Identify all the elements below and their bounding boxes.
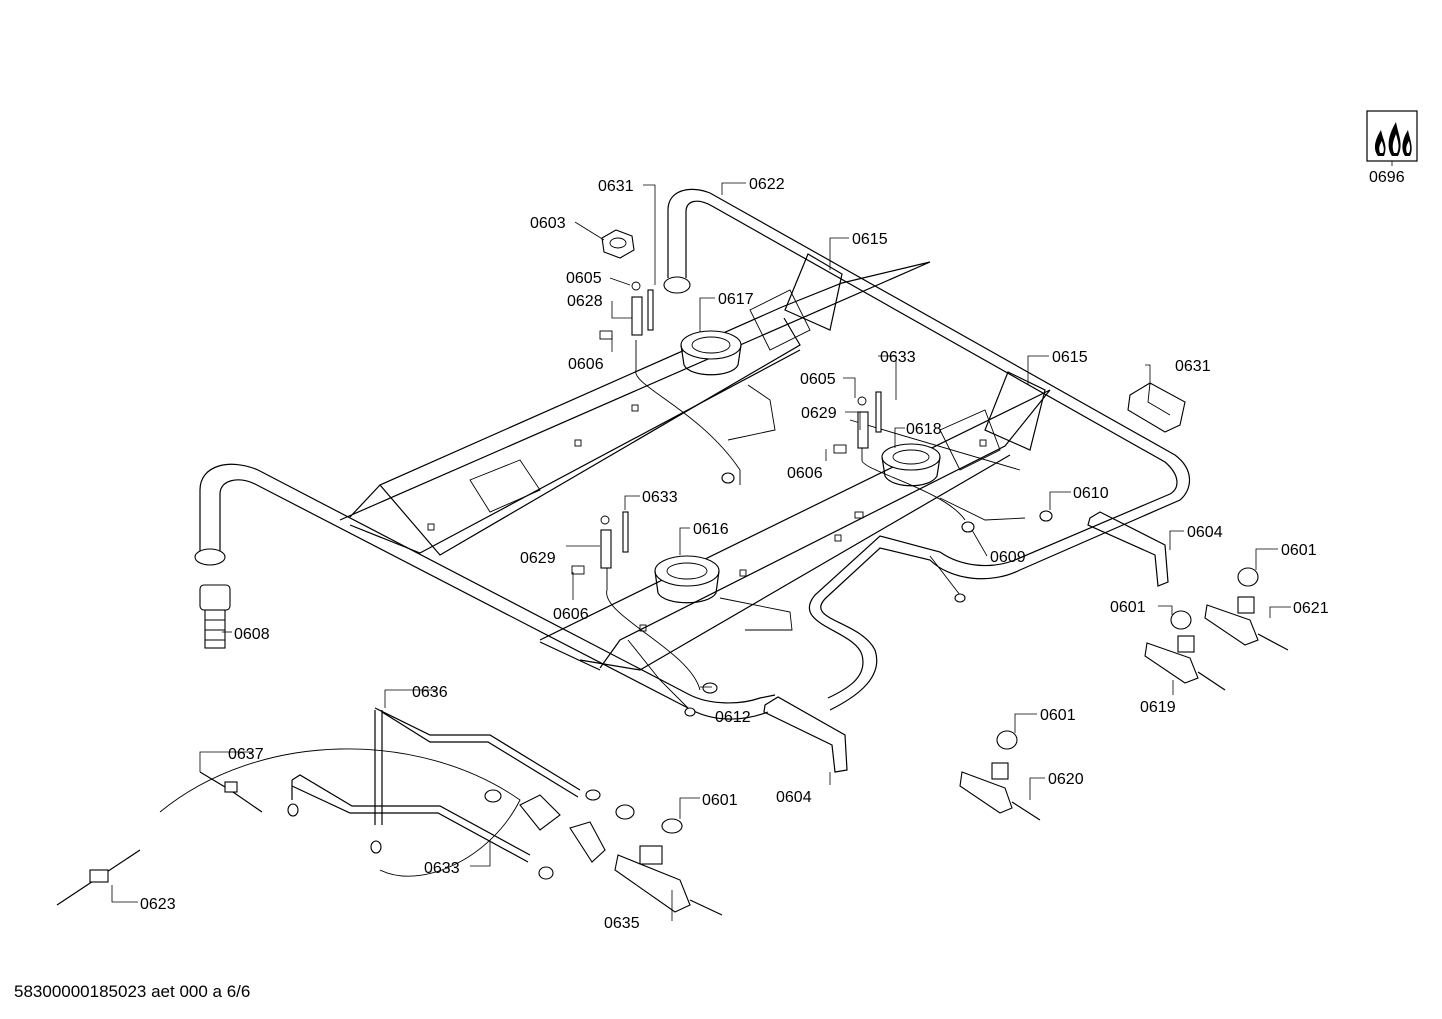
bracket-0604-right xyxy=(1087,511,1169,587)
document-code: 58300000185023 aet 000 a 6/6 xyxy=(14,982,251,1001)
callout-0605-a: 0605 xyxy=(566,270,602,287)
tube-0636 xyxy=(370,707,581,854)
callout-0622: 0622 xyxy=(749,176,785,193)
callout-0601-c: 0601 xyxy=(1040,707,1076,724)
callout-0615-b: 0615 xyxy=(1052,349,1088,366)
callout-0623: 0623 xyxy=(140,896,176,913)
callout-0605-b: 0605 xyxy=(800,371,836,388)
callout-0629-a: 0633 xyxy=(880,349,916,366)
callout-0604-b: 0604 xyxy=(776,789,812,806)
callout-0609: 0609 xyxy=(990,549,1026,566)
callout-0696: 0696 xyxy=(1369,169,1405,186)
burner-support-frame xyxy=(339,253,1051,671)
callout-0615-a: 0615 xyxy=(852,231,888,248)
callout-0635: 0635 xyxy=(604,915,640,932)
burner-cup-0617 xyxy=(680,330,742,376)
callout-0620: 0620 xyxy=(1048,771,1084,788)
callout-0628: 0631 xyxy=(598,178,634,195)
callout-0637: 0637 xyxy=(228,746,264,763)
callout-0601-a: 0601 xyxy=(1281,542,1317,559)
thermocouple-wires xyxy=(606,340,1026,711)
burner-cup-0618 xyxy=(881,443,941,487)
callout-0626: 0628 xyxy=(567,293,603,310)
callout-leaders xyxy=(111,161,1393,921)
tube-0633 xyxy=(287,774,554,880)
gas-tap-0635 xyxy=(614,845,723,916)
callout-0621: 0621 xyxy=(1293,600,1329,617)
callout-0631: 0631 xyxy=(1175,358,1211,375)
callout-0606-b: 0606 xyxy=(787,465,823,482)
gas-tap-0619 xyxy=(1144,635,1226,691)
gas-flame-logo xyxy=(1366,110,1418,162)
callout-0616: 0616 xyxy=(693,521,729,538)
callout-0612: 0612 xyxy=(715,709,751,726)
fittings-center xyxy=(484,472,1053,863)
callout-0604-a: 0604 xyxy=(1187,524,1223,541)
callout-0619: 0619 xyxy=(1140,699,1176,716)
callout-0610: 0610 xyxy=(1073,485,1109,502)
callout-0636: 0636 xyxy=(412,684,448,701)
callout-0633: 0633 xyxy=(424,860,460,877)
gas-tap-0620 xyxy=(959,762,1041,821)
callout-0608: 0608 xyxy=(234,626,270,643)
callout-0606-c: 0606 xyxy=(553,606,589,623)
callout-labels: 0696 0631 0622 0603 0615 0605 0628 0617 … xyxy=(140,169,1405,932)
fitting-0608 xyxy=(199,584,231,649)
gas-tap-0621 xyxy=(1204,596,1289,651)
callout-0627-a: 0629 xyxy=(801,405,837,422)
thermocouple-0637 xyxy=(56,748,521,906)
ignition-module-0631 xyxy=(1127,382,1186,433)
nut-0603 xyxy=(601,229,635,259)
callout-0627-b: 0629 xyxy=(520,550,556,567)
ignition-electrodes xyxy=(571,281,882,575)
callout-0603: 0603 xyxy=(530,215,566,232)
callout-0601-d: 0601 xyxy=(702,792,738,809)
bracket-0604-front xyxy=(763,696,848,773)
burner-cup-0616 xyxy=(654,555,720,604)
callout-0617: 0617 xyxy=(718,291,754,308)
callout-0606-a: 0606 xyxy=(568,356,604,373)
callout-0601-b: 0601 xyxy=(1110,599,1146,616)
valve-caps-0601 xyxy=(661,567,1259,834)
callout-0629-b: 0633 xyxy=(642,489,678,506)
callout-0618: 0618 xyxy=(906,421,942,438)
